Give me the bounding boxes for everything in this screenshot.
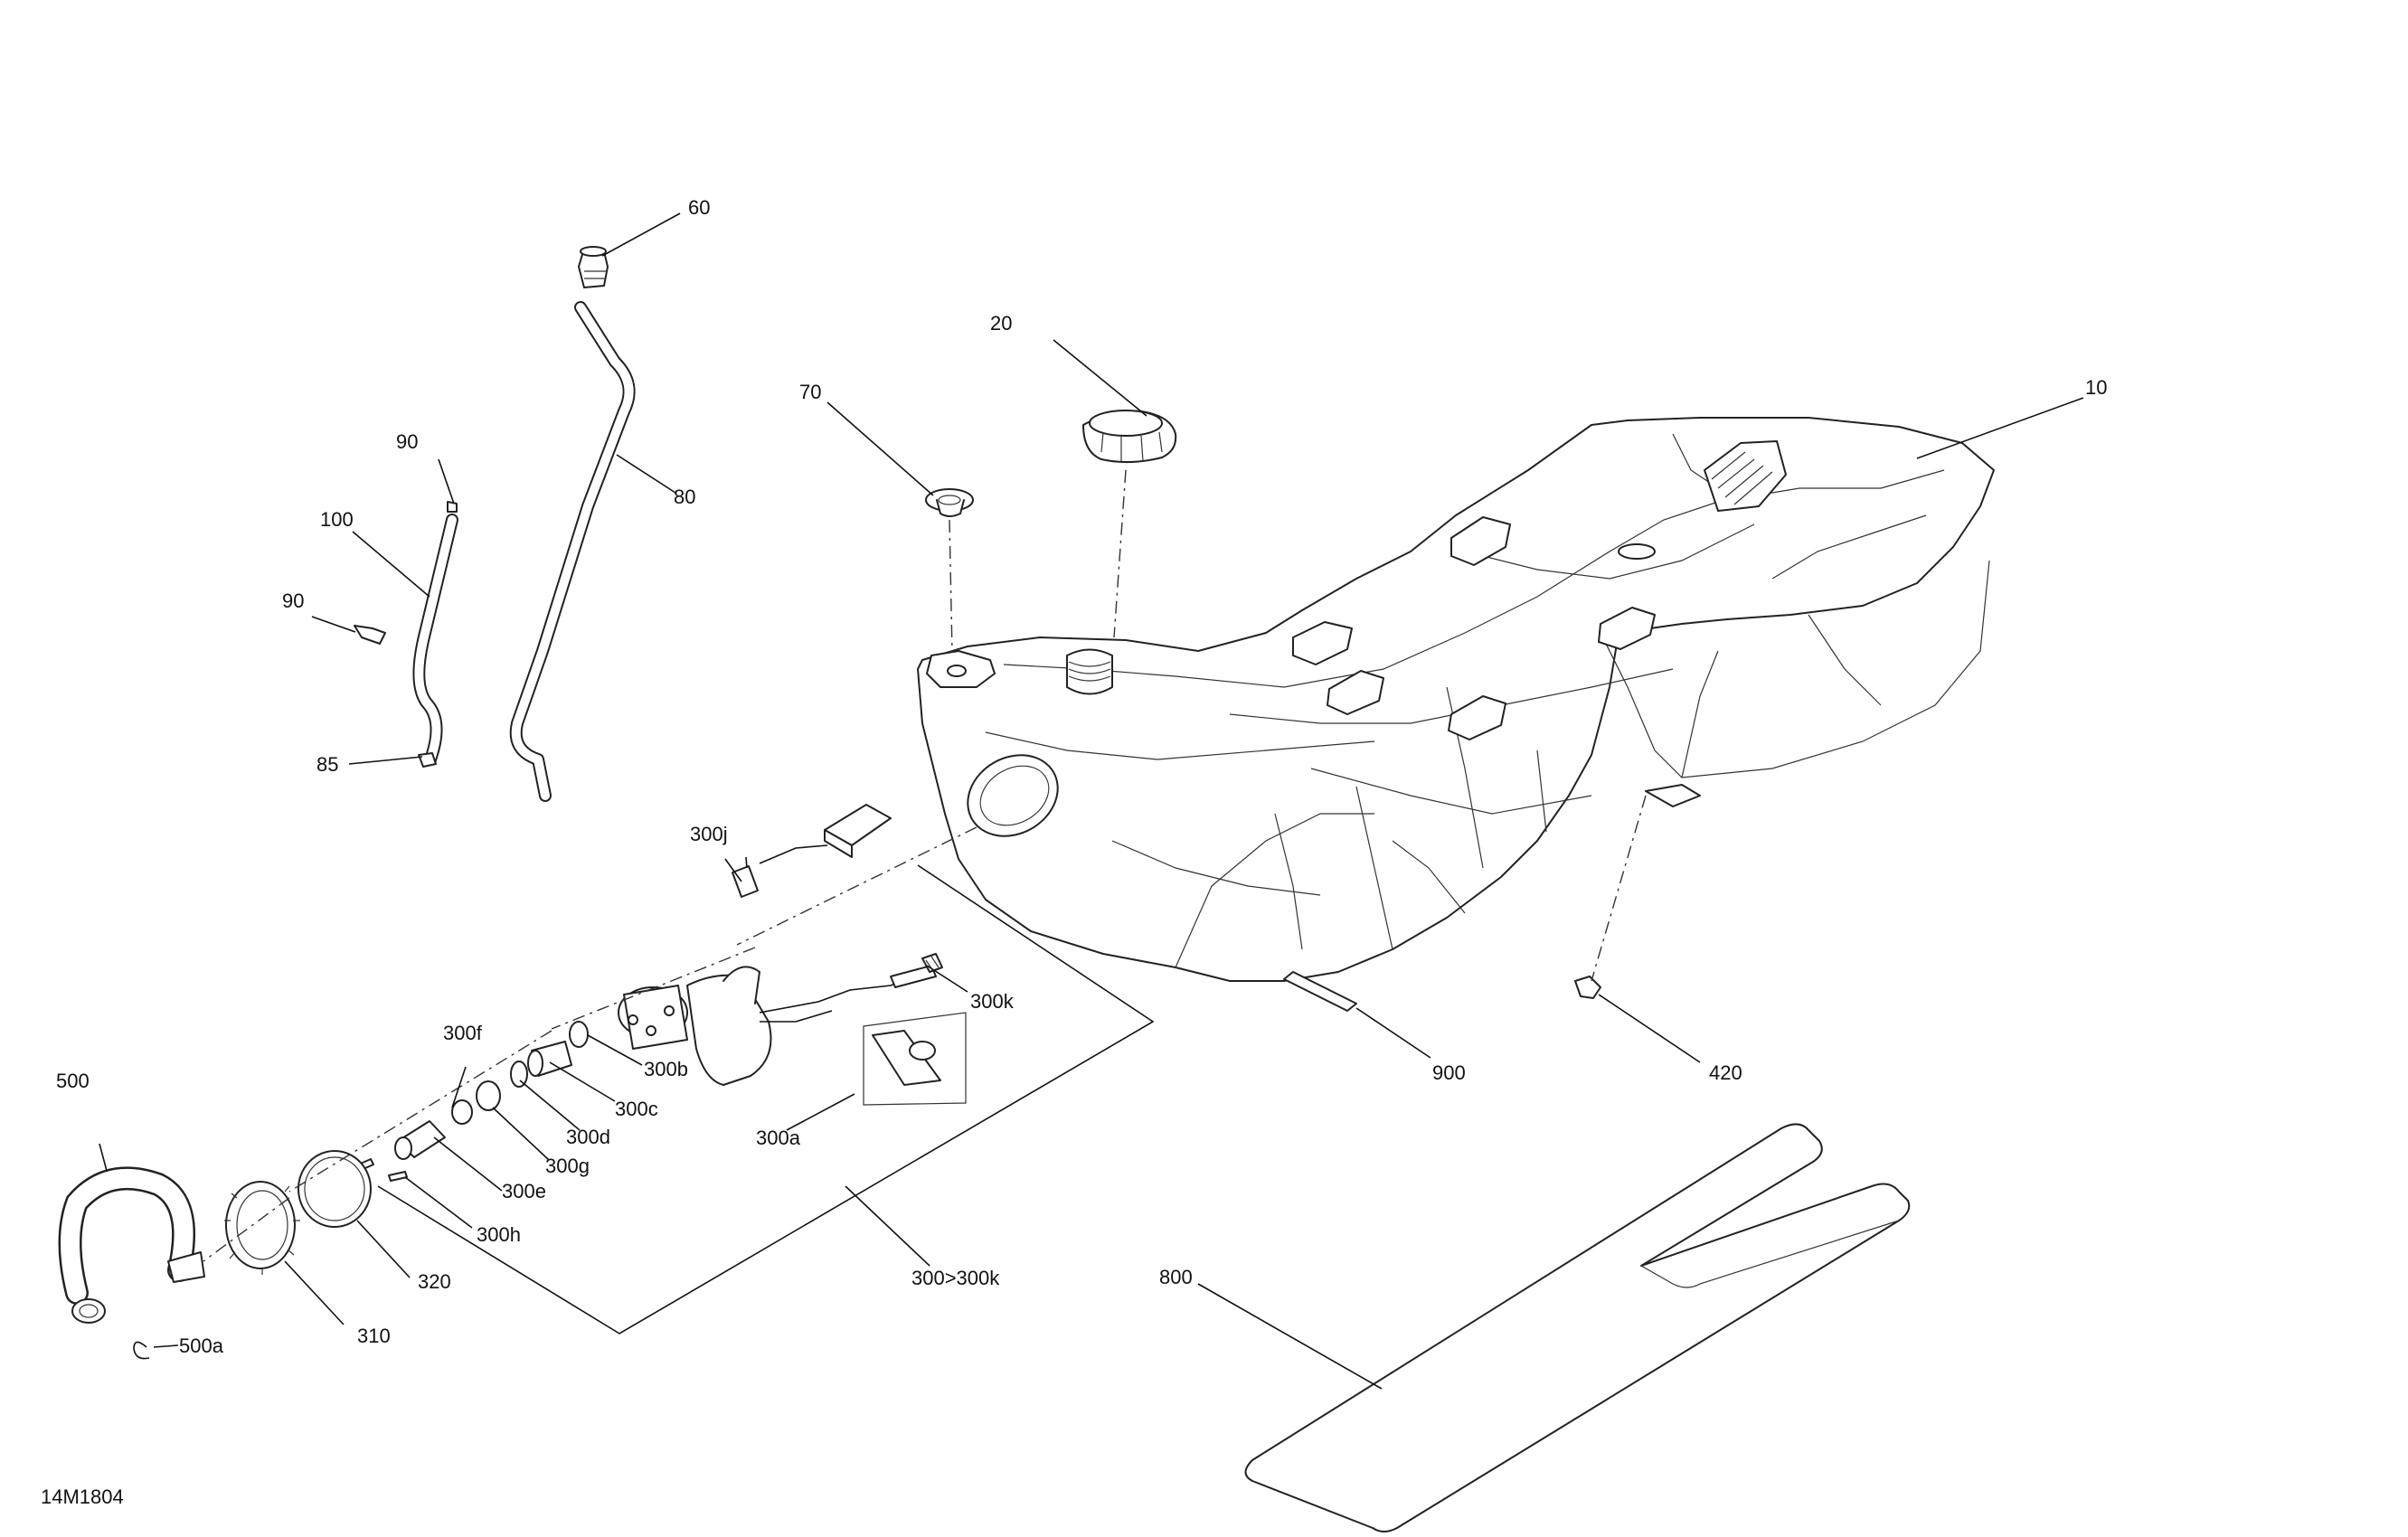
retainer-icon[interactable]: [1574, 976, 1601, 999]
callout-20: 20: [990, 312, 1012, 335]
o-ring-icon[interactable]: [510, 1061, 528, 1088]
callout-300k: 300k: [970, 990, 1015, 1013]
callout-90-top: 90: [396, 430, 418, 453]
fuel-line-icon[interactable]: [58, 1166, 205, 1324]
clip-icon[interactable]: [354, 625, 386, 645]
callout-300-range: 300>300k: [911, 1267, 1000, 1289]
o-ring-icon[interactable]: [451, 1099, 473, 1125]
clip-icon[interactable]: [447, 501, 458, 513]
callout-310: 310: [357, 1325, 391, 1347]
callout-60: 60: [688, 196, 710, 219]
fuel-tank-icon[interactable]: [917, 417, 1995, 982]
filler-cap-icon[interactable]: [1082, 410, 1177, 464]
callout-300d: 300d: [566, 1126, 610, 1148]
callout-320: 320: [418, 1270, 451, 1293]
callout-800: 800: [1159, 1266, 1193, 1288]
callout-85: 85: [316, 753, 338, 776]
clip-icon[interactable]: [418, 752, 437, 768]
fuel-level-sender-icon[interactable]: [732, 804, 892, 898]
pump-detail-inset: [863, 1012, 967, 1106]
callout-300c: 300c: [615, 1098, 658, 1120]
fuel-filter-icon[interactable]: [527, 1041, 572, 1077]
callout-90-mid: 90: [282, 589, 304, 612]
callout-80: 80: [674, 486, 695, 508]
vent-hose-icon[interactable]: [412, 514, 458, 766]
gasket-icon[interactable]: [297, 1150, 372, 1228]
tank-pad-icon[interactable]: [1244, 1123, 1911, 1532]
callout-900: 900: [1432, 1061, 1466, 1084]
callout-420: 420: [1709, 1061, 1742, 1084]
clip-icon[interactable]: [133, 1341, 150, 1360]
callout-10: 10: [2085, 376, 2107, 399]
callout-70: 70: [799, 381, 821, 403]
fuel-pump-icon[interactable]: [618, 953, 943, 1086]
foam-strip-icon[interactable]: [1283, 971, 1357, 1012]
callout-300g: 300g: [545, 1155, 590, 1177]
vent-hose-icon[interactable]: [509, 301, 636, 802]
callout-300j: 300j: [690, 823, 728, 845]
vent-valve-icon[interactable]: [578, 246, 609, 288]
o-ring-icon[interactable]: [569, 1021, 589, 1048]
callout-100: 100: [320, 508, 354, 531]
callout-300a: 300a: [756, 1127, 801, 1149]
callout-500: 500: [56, 1070, 90, 1092]
callout-300b: 300b: [644, 1058, 688, 1080]
grommet-icon[interactable]: [925, 488, 974, 517]
callout-500a: 500a: [179, 1334, 224, 1357]
diagram-id: 14M1804: [41, 1485, 124, 1508]
o-ring-icon[interactable]: [476, 1080, 501, 1111]
callout-300e: 300e: [502, 1180, 546, 1202]
screw-icon[interactable]: [388, 1171, 408, 1182]
lock-ring-icon[interactable]: [224, 1181, 300, 1275]
pressure-regulator-icon[interactable]: [394, 1120, 446, 1160]
callout-300f: 300f: [443, 1022, 483, 1044]
callout-300h: 300h: [477, 1223, 521, 1246]
